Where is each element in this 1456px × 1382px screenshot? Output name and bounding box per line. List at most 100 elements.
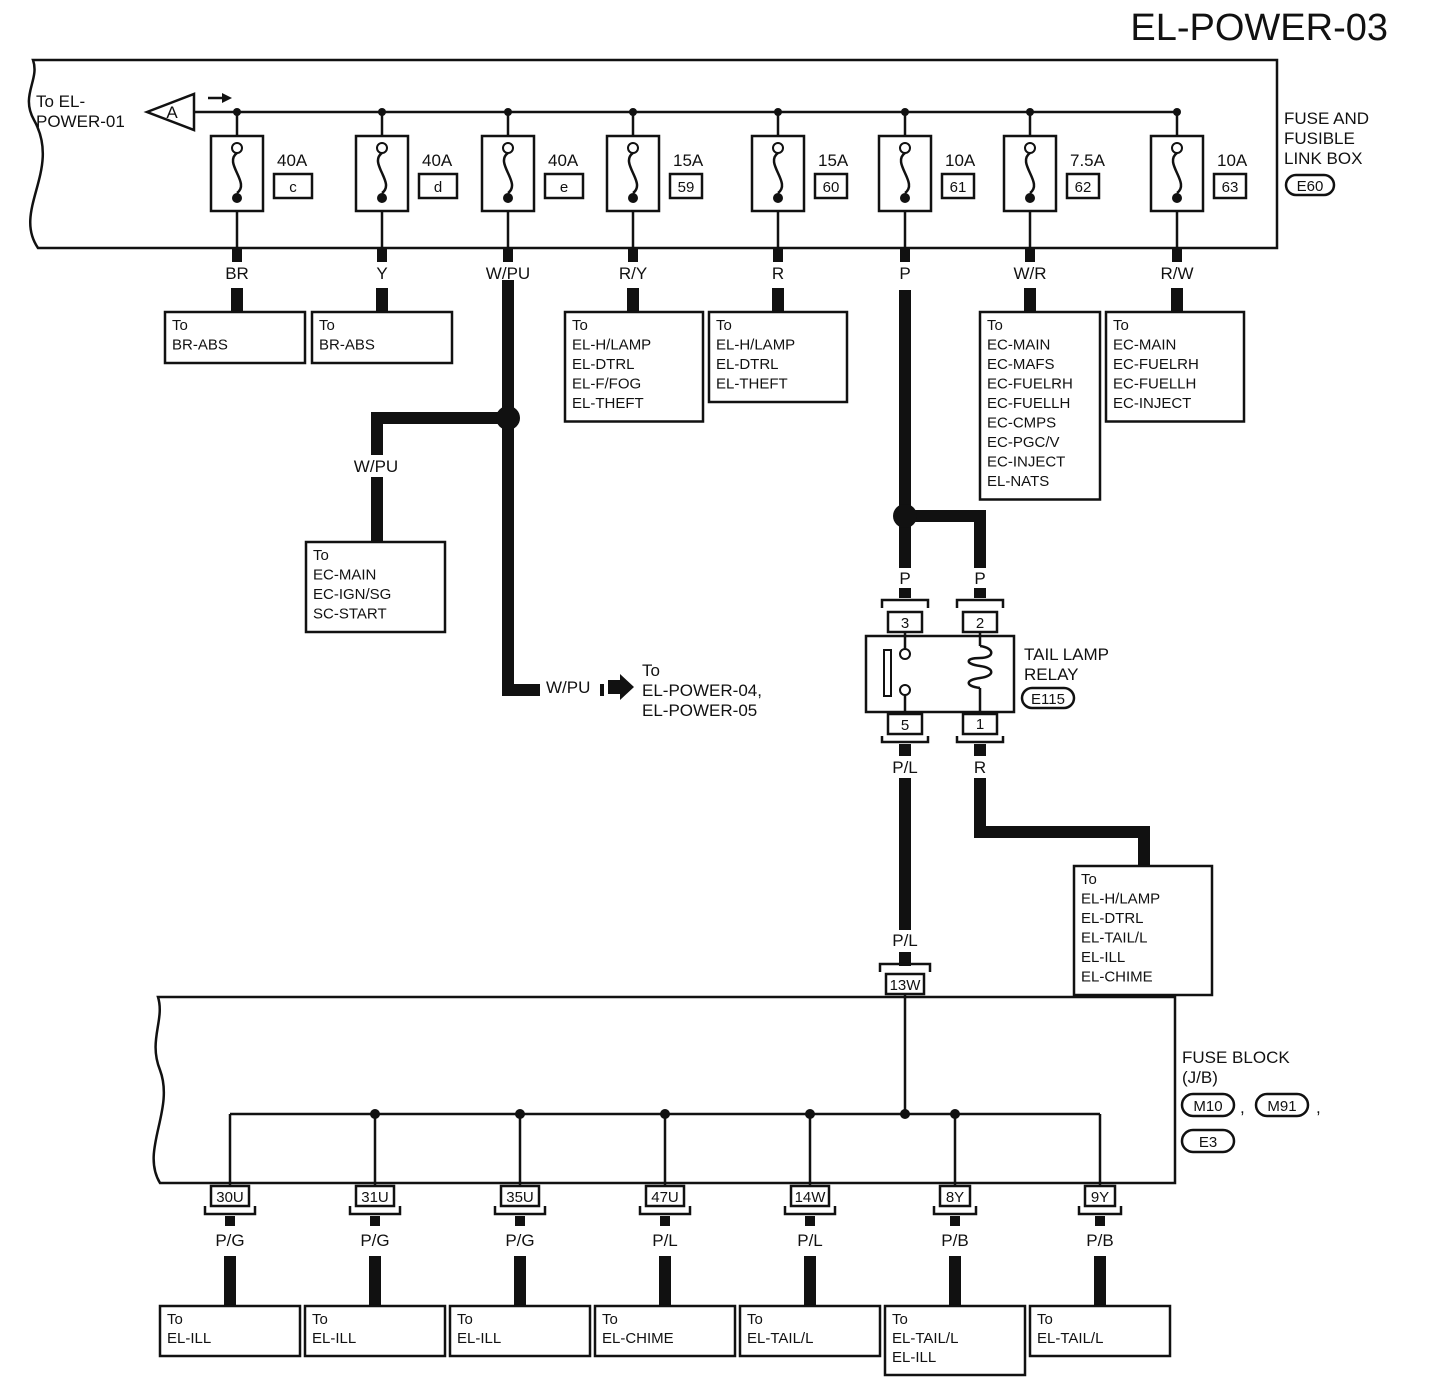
pl-label-lower: P/L bbox=[892, 931, 918, 950]
destination-box-line: EL-DTRL bbox=[716, 356, 779, 373]
wpu-branch-wire bbox=[371, 412, 508, 544]
destination-box-line: To bbox=[1113, 317, 1129, 334]
fuse-terminal-top bbox=[627, 142, 639, 154]
wire-stub bbox=[1095, 1216, 1105, 1226]
fuse-box-connector-badge bbox=[1284, 173, 1336, 197]
output-destination-box-line: EL-ILL bbox=[312, 1330, 356, 1347]
fuse-element-icon bbox=[627, 151, 639, 195]
wpu-destination-box-frame bbox=[304, 540, 447, 634]
block-feed-node bbox=[900, 1109, 910, 1119]
fuse-block-label-1: FUSE BLOCK bbox=[1182, 1048, 1290, 1067]
relay-wire-out-b: R bbox=[974, 758, 986, 777]
fuse-wire-color: R/W bbox=[1160, 264, 1193, 283]
tail-lamp-relay[interactable]: 3 2 5 1 bbox=[864, 598, 1016, 744]
fuse-id: c bbox=[289, 179, 297, 196]
relay-contact-bar bbox=[883, 649, 892, 697]
destination-box-line: To bbox=[572, 317, 588, 334]
relay-destination-box-line: EL-TAIL/L bbox=[1081, 930, 1147, 947]
fuse-rating: 40A bbox=[422, 151, 453, 170]
relay-destination-box-line: EL-CHIME bbox=[1081, 969, 1153, 986]
fuse-terminal-bottom bbox=[1172, 193, 1182, 203]
relay-label-1: TAIL LAMP bbox=[1024, 645, 1109, 664]
fuse-rating: 15A bbox=[673, 151, 704, 170]
fuse-element-icon bbox=[1024, 151, 1036, 195]
r-wire bbox=[974, 744, 1150, 866]
output-destination-box-line: To bbox=[312, 1311, 328, 1328]
connector-a-arrow[interactable]: To EL- POWER-01 A bbox=[36, 92, 232, 132]
connector-e3-text: E3 bbox=[1199, 1134, 1217, 1151]
relay-destination-box[interactable]: ToEL-H/LAMPEL-DTRLEL-TAIL/LEL-ILLEL-CHIM… bbox=[1072, 864, 1214, 997]
relay-pin1-housing bbox=[955, 736, 1005, 744]
wpu-out-label: W/PU bbox=[546, 678, 590, 697]
fuse-element-icon bbox=[376, 151, 388, 195]
fuse-id: e bbox=[560, 179, 568, 196]
connector-m10-text: M10 bbox=[1193, 1098, 1222, 1115]
relay-connector-badge bbox=[1020, 686, 1076, 710]
destination-box-line: EC-INJECT bbox=[987, 454, 1065, 471]
relay-pin5-housing bbox=[880, 736, 930, 744]
p-splice bbox=[893, 504, 917, 528]
output-pin-box bbox=[938, 1184, 972, 1208]
destination-box-line: EL-NATS bbox=[987, 473, 1049, 490]
fuse-element-icon bbox=[231, 151, 243, 195]
fuse-rating: 40A bbox=[277, 151, 308, 170]
fuse-terminal-bottom bbox=[900, 193, 910, 203]
output-destination-box-line: To bbox=[457, 1311, 473, 1328]
relay-label-2: RELAY bbox=[1024, 665, 1079, 684]
output-wire-color: P/B bbox=[1086, 1231, 1113, 1250]
wpu-out-arrow-icon[interactable] bbox=[608, 674, 634, 700]
wire-stub bbox=[515, 1216, 525, 1226]
destination-box[interactable]: ToEC-MAINEC-MAFSEC-FUELRHEC-FUELLHEC-CMP… bbox=[978, 310, 1102, 501]
output-pin: 47U bbox=[651, 1189, 679, 1206]
wire-stub bbox=[225, 1216, 235, 1226]
fuse-terminal-bottom bbox=[1025, 193, 1035, 203]
fuse-wire-color: R/Y bbox=[619, 264, 647, 283]
relay-wire-out-a: P/L bbox=[892, 758, 918, 777]
destination-box-line: EL-DTRL bbox=[572, 356, 635, 373]
pl-label-upper-bg bbox=[886, 756, 924, 778]
fuse-terminal-bottom bbox=[773, 193, 783, 203]
fuse-id: 61 bbox=[950, 179, 967, 196]
output-destination-box-line: EL-CHIME bbox=[602, 1330, 674, 1347]
p-label-a-bg bbox=[895, 568, 915, 588]
destination-box-line: EL-H/LAMP bbox=[716, 337, 795, 354]
wire-stub bbox=[950, 1216, 960, 1226]
output-pin-box bbox=[354, 1184, 396, 1208]
fuse-terminal-top bbox=[376, 142, 388, 154]
wire-stub bbox=[503, 248, 513, 262]
fuse-terminal-top bbox=[1171, 142, 1183, 154]
fuse-id-box bbox=[543, 172, 585, 200]
output-pin: 14W bbox=[795, 1189, 827, 1206]
destination-box-line: EC-FUELRH bbox=[1113, 356, 1199, 373]
page-title: EL-POWER-03 bbox=[1130, 7, 1388, 49]
relay-wire-in-b: P bbox=[974, 569, 985, 588]
